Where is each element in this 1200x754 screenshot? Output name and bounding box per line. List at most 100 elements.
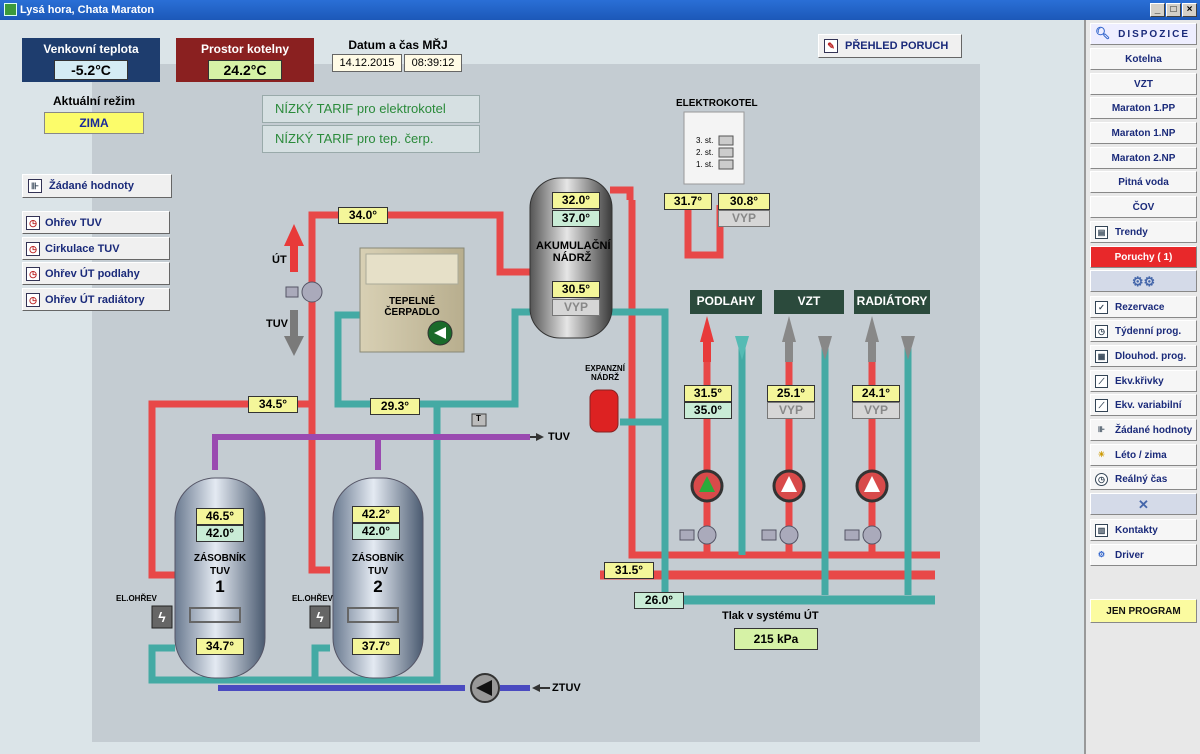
leto-zima-label: Léto / zima bbox=[1115, 450, 1167, 461]
clock-calendar-icon: ◷ bbox=[26, 216, 40, 230]
maximize-button[interactable]: □ bbox=[1166, 3, 1181, 17]
header-supply-temp: 31.5° bbox=[604, 562, 654, 579]
menu-gears-row[interactable]: ⚙⚙ bbox=[1090, 270, 1197, 292]
eboiler-right-temp: 30.8° bbox=[718, 193, 770, 210]
schedule-ut-podlahy-button[interactable]: ◷ Ohřev ÚT podlahy bbox=[22, 262, 170, 285]
pipe-to-tank1 bbox=[148, 400, 312, 579]
menu-item-kotelna[interactable]: Kotelna bbox=[1090, 48, 1197, 70]
schedule-ut-radiatory-button[interactable]: ◷ Ohřev ÚT radiátory bbox=[22, 288, 170, 311]
menu-item-rezervace[interactable]: ✓ Rezervace bbox=[1090, 296, 1197, 318]
hydraulic-diagram: ϟ ϟ bbox=[148, 111, 940, 703]
fault-overview-button[interactable]: ✎ PŘEHLED PORUCH bbox=[818, 34, 962, 58]
pressure-value: 215 kPa bbox=[734, 628, 818, 650]
menu-dispozice-header[interactable]: 🔍︎ DISPOZICE bbox=[1090, 23, 1197, 45]
stage-labels: 3. st. 2. st. 1. st. bbox=[696, 135, 713, 171]
chart-icon: ▤ bbox=[1095, 226, 1108, 239]
header-return-temp: 26.0° bbox=[634, 592, 684, 609]
program-mode-button[interactable]: JEN PROGRAM bbox=[1090, 599, 1197, 623]
supply-left-temp: 34.5° bbox=[248, 396, 298, 413]
tariff-electric-boiler: NÍZKÝ TARIF pro elektrokotel bbox=[262, 95, 480, 123]
curve-variable-icon: ⟋ bbox=[1095, 399, 1108, 412]
ztuv-label: ZTUV bbox=[552, 682, 581, 694]
boiler-room-panel: Prostor kotelny 24.2°C bbox=[176, 38, 314, 82]
schedule-cirkulace-tuv-button[interactable]: ◷ Cirkulace TUV bbox=[22, 237, 170, 260]
menu-item-ekv-krivky[interactable]: ⟋ Ekv.křivky bbox=[1090, 370, 1197, 392]
pipe-tank2-return bbox=[311, 644, 330, 680]
menu-item-leto-zima[interactable]: ☀ Léto / zima bbox=[1090, 444, 1197, 466]
heat-pump-grille bbox=[365, 253, 459, 285]
accum-top-temp-1: 32.0° bbox=[552, 192, 600, 209]
setpoints-button[interactable]: ⊪ Žádané hodnoty bbox=[22, 174, 172, 198]
zone-vzt-header: VZT bbox=[774, 290, 844, 314]
pump-direction-icon-ztuv bbox=[476, 680, 492, 696]
accum-label-line1: AKUMULAČNÍ bbox=[536, 240, 611, 252]
driver-label: Driver bbox=[1115, 550, 1144, 561]
title-bar: Lysá hora, Chata Maraton _ □ × bbox=[0, 0, 1200, 20]
hot-pipes bbox=[148, 186, 940, 580]
menu-item-maraton-2np[interactable]: Maraton 2.NP bbox=[1090, 147, 1197, 169]
menu-item-trendy[interactable]: ▤ Trendy bbox=[1090, 221, 1197, 243]
mode-label: Aktuální režim bbox=[52, 94, 136, 108]
menu-item-dlouhod-prog[interactable]: ▦ Dlouhod. prog. bbox=[1090, 345, 1197, 367]
tank1-top-temp-1: 46.5° bbox=[196, 508, 244, 525]
outside-temp-value: -5.2°C bbox=[54, 60, 128, 80]
menu-item-maraton-1np[interactable]: Maraton 1.NP bbox=[1090, 122, 1197, 144]
pipe-to-tank2 bbox=[308, 295, 330, 574]
rad-valve-actuator bbox=[844, 529, 860, 541]
menu-item-driver[interactable]: ⚙ Driver bbox=[1090, 544, 1197, 566]
pipe-eboiler-loop bbox=[684, 205, 724, 259]
pipe-hp-return bbox=[334, 311, 360, 325]
vzt-supply-arrow-icon bbox=[782, 316, 796, 342]
three-way-valve-icon bbox=[301, 281, 323, 303]
zone-floor-temp-1: 31.5° bbox=[684, 385, 732, 402]
heat-pump-label-line1: TEPELNÉ bbox=[388, 296, 436, 307]
sun-snow-icon: ☀ bbox=[1097, 450, 1106, 459]
floor-supply-arrow-icon bbox=[700, 316, 714, 342]
setpoint-slider-icon: ⊪ bbox=[1098, 425, 1105, 434]
pipe-tank-return bbox=[148, 404, 441, 684]
gears-icon: ⚙⚙ bbox=[1131, 274, 1156, 289]
schedule-ohrev-tuv-button[interactable]: ◷ Ohřev TUV bbox=[22, 211, 170, 234]
ekv-krivky-label: Ekv.křivky bbox=[1115, 376, 1164, 387]
menu-item-tydenni-prog[interactable]: ◷ Týdenní prog. bbox=[1090, 320, 1197, 342]
menu-item-maraton-1pp[interactable]: Maraton 1.PP bbox=[1090, 97, 1197, 119]
menu-item-realny-cas[interactable]: ◷ Reálný čas bbox=[1090, 468, 1197, 490]
menu-item-zadane-hodnoty[interactable]: ⊪ Žádané hodnoty bbox=[1090, 419, 1197, 441]
heat-pump-label: TEPELNÉ ČERPADLO bbox=[380, 296, 444, 318]
eboiler-state: VYP bbox=[718, 210, 770, 227]
expansion-label-line1: EXPANZNÍ bbox=[585, 364, 625, 373]
floor-valve-actuator bbox=[679, 529, 695, 541]
valve-actuator bbox=[285, 286, 299, 298]
menu-item-pitna-voda[interactable]: Pitná voda bbox=[1090, 171, 1197, 193]
hp-out-temp: 34.0° bbox=[338, 207, 388, 224]
floor-mixing-valve-icon bbox=[697, 525, 717, 545]
schedule-label: Ohřev ÚT podlahy bbox=[45, 268, 140, 280]
menu-tools-row[interactable]: ✕ bbox=[1090, 493, 1197, 515]
tank2-label-line1: ZÁSOBNÍK bbox=[351, 553, 405, 564]
pipe-hp-to-accum bbox=[308, 211, 530, 295]
menu-item-vzt[interactable]: VZT bbox=[1090, 73, 1197, 95]
menu-item-ekv-variabilni[interactable]: ⟋ Ekv. variabilní bbox=[1090, 394, 1197, 416]
menu-item-cov[interactable]: ČOV bbox=[1090, 196, 1197, 218]
tydenni-label: Týdenní prog. bbox=[1115, 326, 1182, 337]
vzt-valve-actuator bbox=[761, 529, 777, 541]
menu-item-kontakty[interactable]: ▥ Kontakty bbox=[1090, 519, 1197, 541]
temperature-sensor bbox=[471, 413, 487, 427]
setpoint-slider-icon: ⊪ bbox=[28, 179, 42, 193]
electric-boiler-label: ELEKTROKOTEL bbox=[676, 98, 758, 109]
stage-3-label: 3. st. bbox=[696, 136, 714, 145]
boiler-room-value: 24.2°C bbox=[208, 60, 282, 80]
menu-item-poruchy[interactable]: Poruchy ( 1) bbox=[1090, 246, 1197, 268]
stage-3-indicator bbox=[718, 135, 734, 146]
tank1-label: ZÁSOBNÍK TUV 1 bbox=[182, 552, 258, 596]
zone-radiators-header: RADIÁTORY bbox=[854, 290, 930, 314]
menu-header-label: DISPOZICE bbox=[1118, 29, 1190, 40]
el-heat1-label: EL.OHŘEV bbox=[116, 594, 157, 603]
rezervace-label: Rezervace bbox=[1115, 302, 1165, 313]
minimize-button[interactable]: _ bbox=[1150, 3, 1165, 17]
close-button[interactable]: × bbox=[1182, 3, 1197, 17]
rad-arrow-stem bbox=[868, 342, 876, 362]
rad-supply-arrow-icon bbox=[865, 316, 879, 342]
floor-return-arrow-icon bbox=[735, 336, 749, 360]
outside-temp-label: Venkovní teplota bbox=[43, 42, 139, 56]
